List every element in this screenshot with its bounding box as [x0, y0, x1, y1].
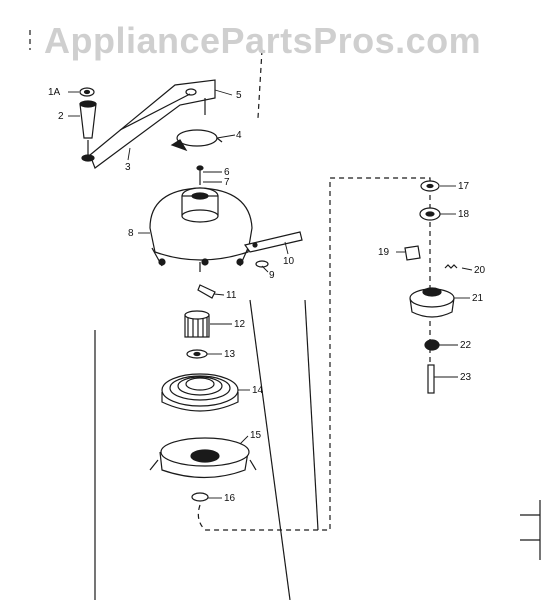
part-15-drum[interactable] — [149, 437, 257, 479]
callout-17: 17 — [458, 181, 470, 192]
callout-1a: 1A — [48, 87, 61, 98]
callout-18: 18 — [458, 209, 470, 220]
callout-16: 16 — [224, 493, 236, 504]
callout-8: 8 — [128, 228, 134, 239]
callout-19: 19 — [378, 247, 390, 258]
part-21-gear[interactable] — [409, 287, 455, 318]
part-14-spring[interactable] — [161, 373, 239, 412]
callout-9: 9 — [269, 270, 275, 281]
assembly-guide-lines — [29, 30, 431, 531]
callout-5: 5 — [236, 90, 242, 101]
part-9-washer[interactable] — [255, 260, 269, 268]
transmission-guide-line — [197, 177, 431, 531]
part-20-spring[interactable] — [444, 264, 458, 269]
frame-lines — [94, 299, 541, 601]
part-10-lever[interactable] — [243, 231, 303, 253]
callout-22: 22 — [460, 340, 472, 351]
callout-7: 7 — [224, 177, 230, 188]
callout-12: 12 — [234, 319, 246, 330]
part-17-washer[interactable] — [420, 180, 440, 192]
callout-leader-lines — [68, 89, 473, 499]
part-3-agitator-arm[interactable] — [81, 79, 216, 169]
callout-labels: 1A 2 3 4 5 6 7 8 9 10 11 12 13 14 15 16 … — [48, 87, 486, 504]
callout-21: 21 — [472, 293, 484, 304]
part-11-pin[interactable] — [197, 284, 216, 299]
callout-23: 23 — [460, 372, 472, 383]
part-19-key[interactable] — [404, 245, 421, 261]
part-23-shaft[interactable] — [427, 364, 435, 394]
part-2-knob[interactable] — [79, 100, 97, 139]
part-8-gear-housing[interactable] — [149, 187, 253, 272]
part-13-washer[interactable] — [186, 349, 208, 359]
part-1a-washer[interactable] — [79, 87, 95, 97]
watermark-logo: AppliancePartsPros.com — [44, 20, 482, 61]
callout-15: 15 — [250, 430, 262, 441]
part-6-7-screw[interactable] — [196, 165, 204, 185]
callout-6: 6 — [224, 167, 230, 178]
part-4-clamp-ring[interactable] — [170, 129, 223, 152]
part-18-nut[interactable] — [419, 207, 441, 221]
callout-14: 14 — [252, 385, 264, 396]
callout-4: 4 — [236, 130, 242, 141]
top-guide-line — [257, 49, 263, 119]
callout-2: 2 — [58, 111, 64, 122]
part-16-washer[interactable] — [191, 492, 209, 502]
part-12-pinion-gear[interactable] — [184, 310, 210, 338]
part-22-washer[interactable] — [424, 339, 440, 351]
callout-13: 13 — [224, 349, 236, 360]
callout-10: 10 — [283, 256, 295, 267]
callout-3: 3 — [125, 162, 131, 173]
callout-11: 11 — [226, 290, 237, 301]
callout-20: 20 — [474, 265, 486, 276]
